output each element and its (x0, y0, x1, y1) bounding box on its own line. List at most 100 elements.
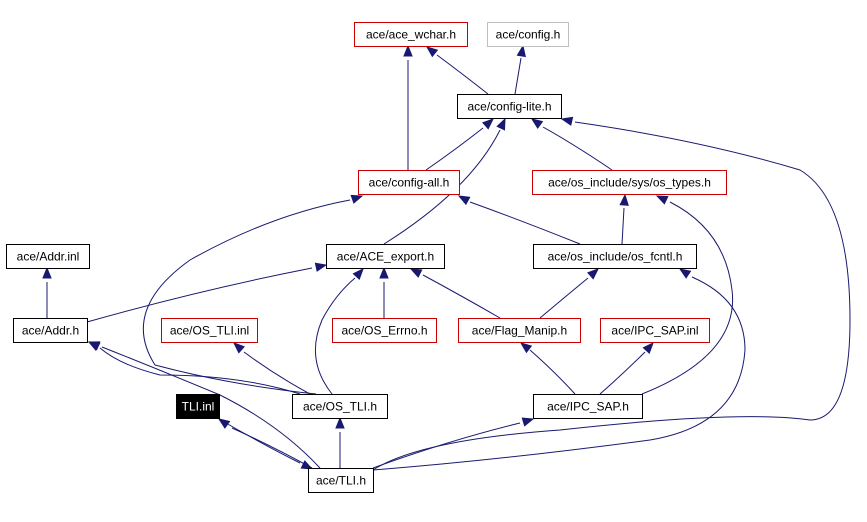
arrowhead (87, 341, 101, 352)
arrowhead (642, 341, 654, 354)
edge-config_all-to-ace_wchar (403, 44, 413, 170)
node-box (354, 22, 468, 47)
node-box (487, 22, 569, 47)
edge-flag_manip-to-ace_export (409, 268, 501, 319)
arrowhead (678, 268, 692, 279)
node-label: ace/IPC_SAP.inl (611, 324, 698, 338)
edge-line (372, 422, 521, 469)
edge-line (621, 207, 625, 245)
arrowhead (516, 44, 526, 58)
node-box (13, 318, 88, 343)
edge-tli_h-to-os_fcntl (372, 268, 746, 471)
node-box (600, 318, 710, 343)
edge-line (599, 351, 646, 395)
node-box (457, 94, 562, 119)
node-box (161, 318, 258, 343)
node-label: TLI.inl (182, 400, 215, 414)
arrowhead (352, 267, 364, 280)
node-box (308, 468, 374, 493)
edge-flag_manip-to-os_fcntl (539, 268, 600, 319)
node-flag-manip[interactable]: ace/Flag_Manip.h (458, 318, 581, 343)
edge-line (539, 277, 589, 319)
edge-config_lite-to-ace_wchar (425, 46, 489, 95)
edge-addr_h-to-addr_inl (42, 266, 52, 318)
node-os-types[interactable]: ace/os_include/sys/os_types.h (532, 170, 727, 195)
node-box (326, 244, 445, 269)
edge-line (86, 267, 313, 323)
arrowhead (335, 416, 345, 429)
node-os-errno[interactable]: ace/OS_Errno.h (332, 318, 437, 343)
edge-os_types-to-config_lite (530, 118, 613, 171)
edge-line (542, 126, 613, 171)
edge-config_all-to-config_lite (425, 118, 495, 171)
node-label: ace/TLI.h (316, 474, 366, 488)
node-label: ace/OS_Errno.h (341, 324, 427, 338)
edge-line (218, 418, 301, 464)
edge-os_tli_h-to-config_all (142, 194, 364, 395)
node-box (332, 318, 437, 343)
arrowhead (482, 118, 495, 130)
arrowhead (217, 418, 231, 429)
node-box (292, 394, 388, 419)
edge-line (529, 349, 576, 395)
node-addr-inl[interactable]: ace/Addr.inl (6, 244, 90, 269)
node-box (358, 170, 460, 195)
arrowhead (300, 460, 314, 470)
edge-os_fcntl-to-os_types (619, 193, 629, 245)
node-config-lite[interactable]: ace/config-lite.h (457, 94, 562, 119)
node-label: ace/config.h (496, 28, 561, 42)
node-os-tli-inl[interactable]: ace/OS_TLI.inl (161, 318, 258, 343)
arrowhead (409, 268, 423, 278)
node-tli-inl[interactable]: TLI.inl (176, 394, 220, 419)
edge-line (422, 274, 501, 319)
edge-os_fcntl-to-config_all (457, 195, 581, 245)
node-box (458, 318, 581, 343)
node-os-fcntl[interactable]: ace/os_include/os_fcntl.h (533, 244, 697, 269)
arrowhead (496, 117, 506, 131)
node-label: ace/config-lite.h (467, 100, 551, 114)
edge-line (142, 199, 351, 395)
arrowhead (425, 46, 439, 58)
arrowhead (530, 118, 544, 129)
node-label: ace/ACE_export.h (337, 250, 434, 264)
edge-line (641, 201, 734, 395)
node-label: ace/OS_TLI.h (303, 400, 377, 414)
node-config[interactable]: ace/config.h (487, 22, 569, 47)
node-label: ace/Flag_Manip.h (472, 324, 567, 338)
node-box (533, 394, 643, 419)
edge-line (514, 57, 522, 95)
edge-line (425, 127, 484, 171)
edge-tli_inl-to-tli_h (218, 418, 314, 470)
node-ipc-sap-h[interactable]: ace/IPC_SAP.h (533, 394, 643, 419)
node-addr-h[interactable]: ace/Addr.h (13, 318, 88, 343)
node-box (532, 170, 727, 195)
node-label: ace/IPC_SAP.h (547, 400, 629, 414)
node-config-all[interactable]: ace/config-all.h (358, 170, 460, 195)
arrowhead (587, 268, 600, 280)
edge-tli_h-to-os_tli_h (335, 416, 345, 468)
arrowhead (403, 44, 413, 57)
edges-layer (42, 44, 851, 471)
node-label: ace/Addr.h (22, 324, 79, 338)
edge-line (99, 347, 301, 395)
node-ipc-sap-inl[interactable]: ace/IPC_SAP.inl (600, 318, 710, 343)
arrowhead (457, 195, 471, 206)
node-tli-h[interactable]: ace/TLI.h (308, 468, 374, 493)
arrowhead (42, 266, 52, 279)
node-os-tli-h[interactable]: ace/OS_TLI.h (292, 394, 388, 419)
arrowhead (350, 194, 364, 204)
edge-line (314, 277, 356, 395)
arrowhead (379, 266, 389, 279)
node-ace-export[interactable]: ace/ACE_export.h (326, 244, 445, 269)
edge-line (243, 351, 311, 395)
node-ace-wchar[interactable]: ace/ace_wchar.h (354, 22, 468, 47)
edge-os_tli_h-to-ace_export (314, 267, 364, 395)
edge-os_errno-to-ace_export (379, 266, 389, 318)
edge-tli_h-to-ipc_sap_h (372, 417, 535, 469)
nodes-layer: ace/ace_wchar.h ace/config.h ace/config-li… (6, 22, 727, 493)
edge-tli_h-to-tli_inl (217, 418, 313, 469)
arrowhead (560, 116, 574, 126)
arrowhead (655, 195, 669, 205)
node-box (6, 244, 90, 269)
